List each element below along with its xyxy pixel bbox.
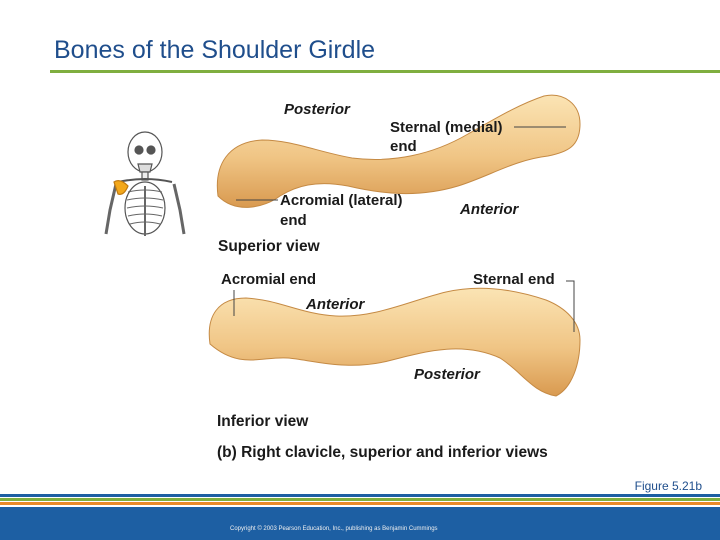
label-inferior-anterior: Anterior: [305, 296, 366, 313]
title-rule: [50, 70, 720, 73]
label-sternal-end: Sternal end: [473, 271, 555, 288]
slide-title: Bones of the Shoulder Girdle: [54, 36, 376, 64]
label-sternal-medial-line1: Sternal (medial): [390, 119, 503, 136]
label-sternal-medial-line2: end: [390, 138, 417, 155]
label-acromial-end: Acromial end: [221, 271, 316, 288]
figure-caption: (b) Right clavicle, superior and inferio…: [217, 444, 548, 461]
leader-lines: [233, 126, 575, 332]
label-superior-anterior: Anterior: [459, 201, 520, 218]
clavicle-superior-view: [216, 94, 581, 208]
copyright-notice: Copyright © 2003 Pearson Education, Inc.…: [230, 526, 438, 532]
label-acromial-lateral-line1: Acromial (lateral): [280, 192, 403, 209]
inferior-view-title: Inferior view: [217, 413, 309, 430]
skeleton-thumbnail-icon: [104, 131, 186, 236]
footer-stripes: [0, 494, 720, 540]
figure-number: Figure 5.21b: [634, 479, 702, 493]
label-superior-posterior: Posterior: [284, 101, 351, 118]
superior-view-title: Superior view: [218, 238, 321, 255]
label-inferior-posterior: Posterior: [414, 366, 481, 383]
label-acromial-lateral-line2: end: [280, 212, 307, 229]
clavicle-inferior-view: [208, 287, 581, 397]
